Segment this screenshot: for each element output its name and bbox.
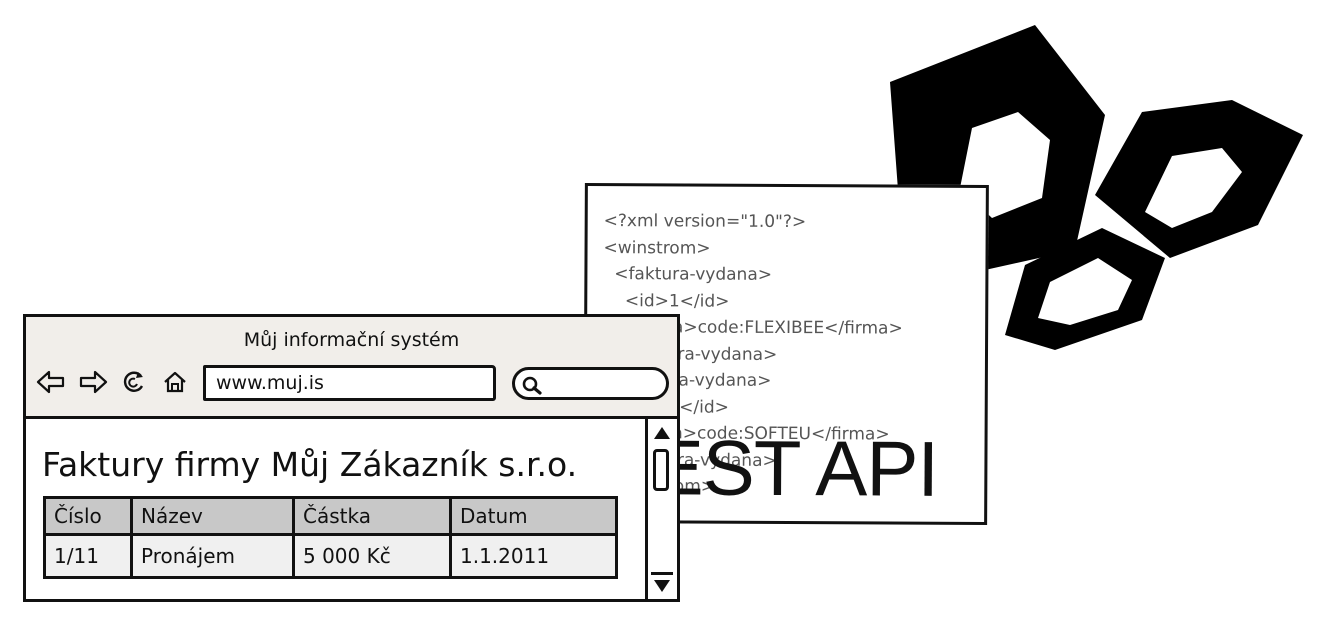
forward-button[interactable] — [78, 367, 108, 397]
search-icon — [522, 376, 542, 395]
invoice-table: Číslo Název Částka Datum 1/11 Pronájem 5… — [43, 496, 618, 579]
xml-line: <?xml version="1.0"?> — [603, 211, 807, 233]
page-title: Faktury firmy Můj Zákazník s.r.o. — [42, 445, 578, 484]
search-input[interactable] — [512, 367, 669, 400]
cell-datum: 1.1.2011 — [449, 533, 618, 579]
xml-line: <id>1</id> — [603, 290, 730, 312]
browser-toolbar: Můj informační systém www. — [26, 317, 677, 419]
table-row[interactable]: 1/11 Pronájem 5 000 Kč 1.1.2011 — [43, 533, 618, 579]
cell-cislo: 1/11 — [43, 533, 133, 579]
table-header-row: Číslo Název Částka Datum — [43, 496, 618, 536]
back-arrow-icon — [36, 370, 65, 394]
home-icon — [164, 371, 186, 393]
window-title: Můj informační systém — [243, 329, 460, 351]
xml-line: <winstrom> — [603, 237, 711, 259]
scroll-thumb[interactable] — [653, 449, 669, 491]
column-header-cislo[interactable]: Číslo — [43, 496, 133, 536]
address-bar[interactable]: www.muj.is — [203, 365, 496, 401]
browser-window: Můj informační systém www. — [23, 314, 680, 602]
home-button[interactable] — [160, 367, 190, 397]
xml-line: <faktura-vydana> — [603, 264, 773, 285]
vertical-scrollbar[interactable] — [645, 419, 677, 599]
column-header-nazev[interactable]: Název — [130, 496, 295, 536]
reload-icon — [123, 371, 144, 392]
reload-button[interactable] — [119, 367, 149, 397]
cell-nazev: Pronájem — [130, 533, 295, 579]
scroll-up-arrow-icon[interactable] — [651, 423, 673, 443]
column-header-castka[interactable]: Částka — [292, 496, 452, 536]
back-button[interactable] — [36, 367, 66, 397]
cell-castka: 5 000 Kč — [292, 533, 452, 579]
forward-arrow-icon — [79, 370, 108, 394]
scroll-down-arrow-icon[interactable] — [651, 572, 673, 595]
page-content: Faktury firmy Můj Zákazník s.r.o. Číslo … — [26, 419, 648, 599]
column-header-datum[interactable]: Datum — [449, 496, 618, 536]
